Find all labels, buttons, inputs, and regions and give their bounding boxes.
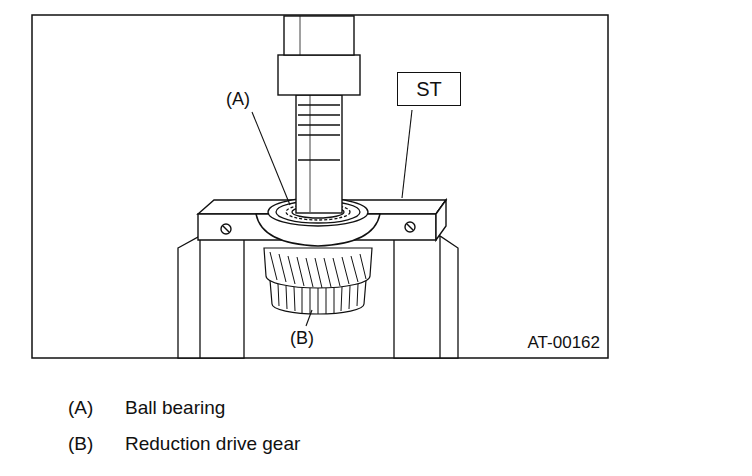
legend-text: Reduction drive gear	[125, 434, 300, 455]
press-shaft	[278, 16, 360, 213]
callout-letter: (A)	[226, 90, 250, 110]
vise-jaws	[178, 236, 458, 358]
legend-text: Ball bearing	[125, 398, 225, 419]
tool-label-box: ST	[397, 72, 461, 106]
figure-code: AT-00162	[528, 334, 600, 353]
legend-letter: (A)	[68, 398, 93, 419]
leader-lines	[252, 110, 412, 326]
reduction-drive-gear	[264, 248, 372, 314]
legend-letter: (B)	[68, 434, 93, 455]
tool-label: ST	[416, 78, 442, 101]
callout-letter: (B)	[290, 329, 314, 349]
figure-frame	[32, 15, 608, 358]
